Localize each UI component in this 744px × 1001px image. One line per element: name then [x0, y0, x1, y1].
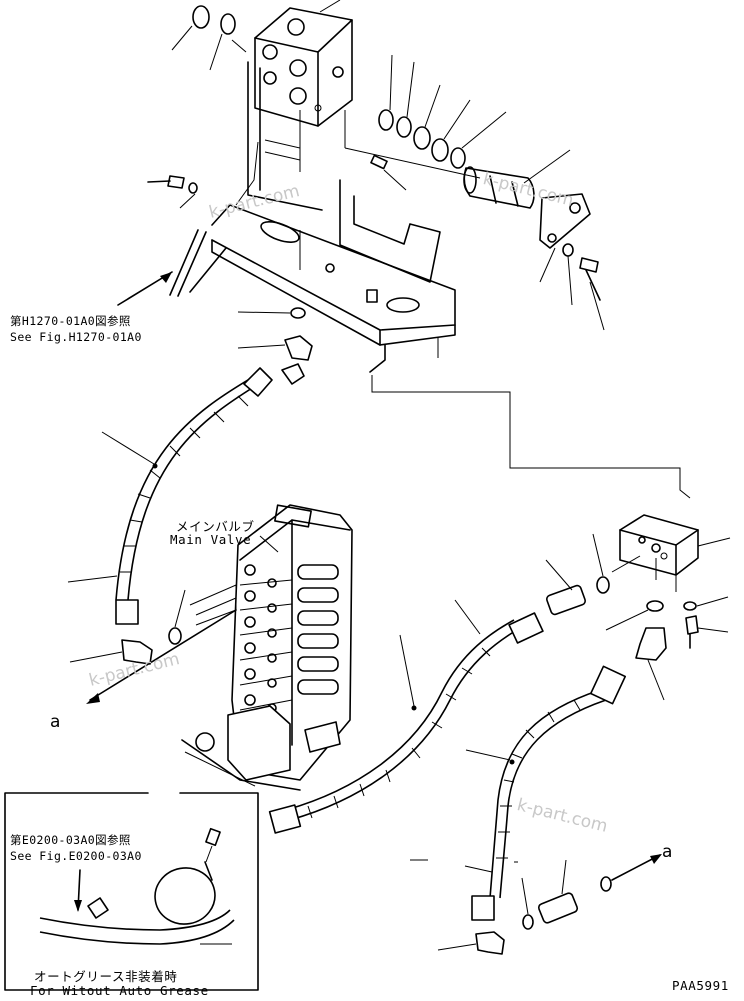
arrow-mark-left: a — [50, 712, 61, 732]
arrow-mark-right: a — [662, 842, 673, 862]
right-manifold-block — [605, 514, 731, 701]
inset-caption-jp: オートグリース非装着時 — [34, 969, 178, 984]
main-valve-body — [86, 504, 353, 791]
lower-right-hose-assembly — [410, 665, 662, 955]
hydraulic-route-line — [371, 375, 691, 499]
inset-reference-jp: 第E0200-03A0図参照 — [10, 833, 131, 847]
middle-hose-assembly — [268, 533, 610, 834]
inset-box — [4, 792, 259, 991]
top-reference-en: See Fig.H1270-01A0 — [10, 330, 142, 344]
upper-left-hose-assembly — [67, 307, 313, 665]
top-reference-jp: 第H1270-01A0図参照 — [10, 314, 131, 328]
inset-caption-en: For Witout Auto Grease — [30, 983, 209, 998]
mounting-bracket — [117, 61, 456, 373]
main-valve-label-jp: メインバルブ — [176, 519, 255, 534]
main-valve-label-en: Main Valve — [170, 532, 252, 547]
figure-code: PAA5991 — [672, 978, 729, 993]
inset-reference-en: See Fig.E0200-03A0 — [10, 849, 142, 863]
valve-block-assembly — [147, 0, 605, 331]
